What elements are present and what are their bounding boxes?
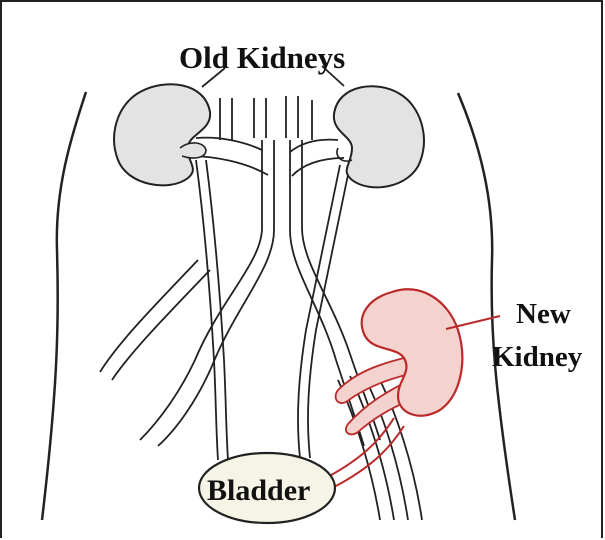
ureter-right-inner — [308, 165, 350, 458]
renal-vessel-right-lower — [292, 158, 344, 176]
ureter-left-inner — [206, 160, 228, 460]
renal-vessel-right-upper — [290, 140, 338, 152]
bladder-label: Bladder — [207, 476, 310, 506]
old-kidney-right — [334, 86, 424, 187]
body-outline-left — [42, 92, 86, 520]
old-kidneys-label: Old Kidneys — [179, 42, 345, 73]
new-kidney — [362, 289, 463, 415]
body-outline-right — [458, 93, 515, 520]
old-kidney-left-hilum — [180, 143, 206, 158]
new-kidney-label-line1: New — [516, 300, 571, 329]
new-kidney-label-line2: Kidney — [492, 343, 582, 372]
iliac-left-1 — [100, 260, 198, 372]
old-kidney-left — [114, 84, 210, 185]
renal-vessel-left-lower — [188, 156, 268, 175]
iliac-left-2 — [112, 270, 210, 380]
ureter-left-outer — [196, 160, 218, 460]
